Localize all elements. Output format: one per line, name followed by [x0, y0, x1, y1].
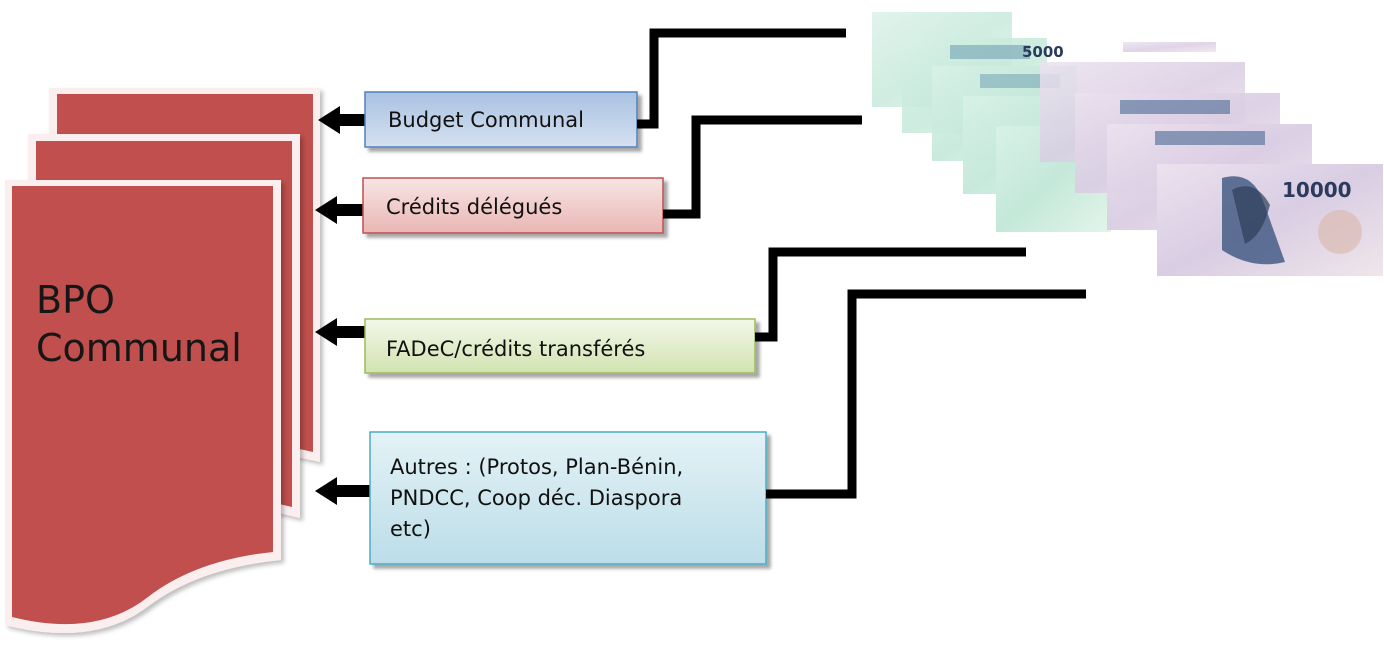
connector-autres [766, 289, 1086, 499]
arrow-credits [315, 196, 365, 224]
document-page-front [5, 180, 281, 634]
bpo-communal-title: BPO Communal [36, 276, 242, 372]
source-label-credits: Crédits délégués [386, 195, 563, 219]
source-label-autres: Autres : (Protos, Plan-Bénin, PNDCC, Coo… [390, 452, 683, 545]
connector-lines [637, 28, 1086, 499]
purple-banknotes: 10000 [1040, 42, 1383, 276]
cfa-banknotes-icon: 5000 10000 [872, 12, 1383, 276]
bpo-document-stack [5, 88, 320, 634]
autres-line-2: PNDCC, Coop déc. Diaspora [390, 486, 683, 510]
autres-line-1: Autres : (Protos, Plan-Bénin, [390, 455, 684, 479]
arrow-fadec [315, 318, 365, 346]
green-note-value: 5000 [1022, 43, 1064, 61]
arrow-budget [318, 106, 368, 134]
source-box-fadec [364, 318, 756, 374]
connector-budget [637, 28, 846, 129]
purple-note-value: 10000 [1282, 178, 1352, 202]
source-label-fadec: FADeC/crédits transférés [386, 337, 646, 361]
connector-fadec [755, 247, 1026, 342]
arrow-autres [315, 477, 370, 505]
connector-credits [663, 115, 862, 219]
autres-line-3: etc) [390, 517, 431, 541]
title-line-1: BPO [36, 278, 115, 322]
source-box-credits [362, 177, 664, 234]
incoming-arrows [315, 106, 370, 505]
title-line-2: Communal [36, 326, 242, 370]
source-label-budget: Budget Communal [388, 108, 584, 132]
